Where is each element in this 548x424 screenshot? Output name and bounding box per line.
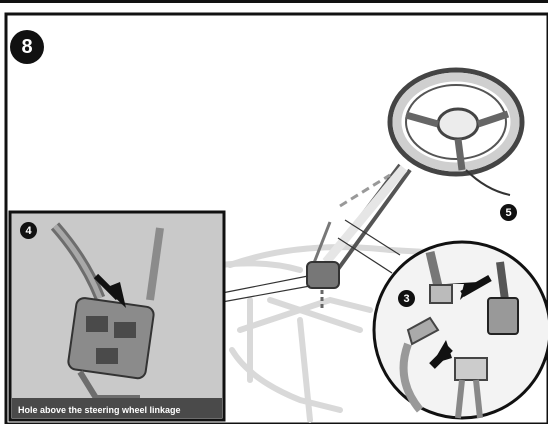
header-rule	[0, 0, 548, 3]
connector-detail-inset	[374, 242, 548, 418]
callout-marker-5: 5	[500, 204, 517, 221]
steering-wheel	[390, 70, 522, 195]
step-number-badge: 8	[10, 30, 44, 64]
callout-marker-3: 3	[398, 290, 415, 307]
inset-caption: Hole above the steering wheel linkage	[12, 400, 228, 420]
inset-panel	[10, 212, 224, 420]
callout-marker-4: 4	[20, 222, 37, 239]
